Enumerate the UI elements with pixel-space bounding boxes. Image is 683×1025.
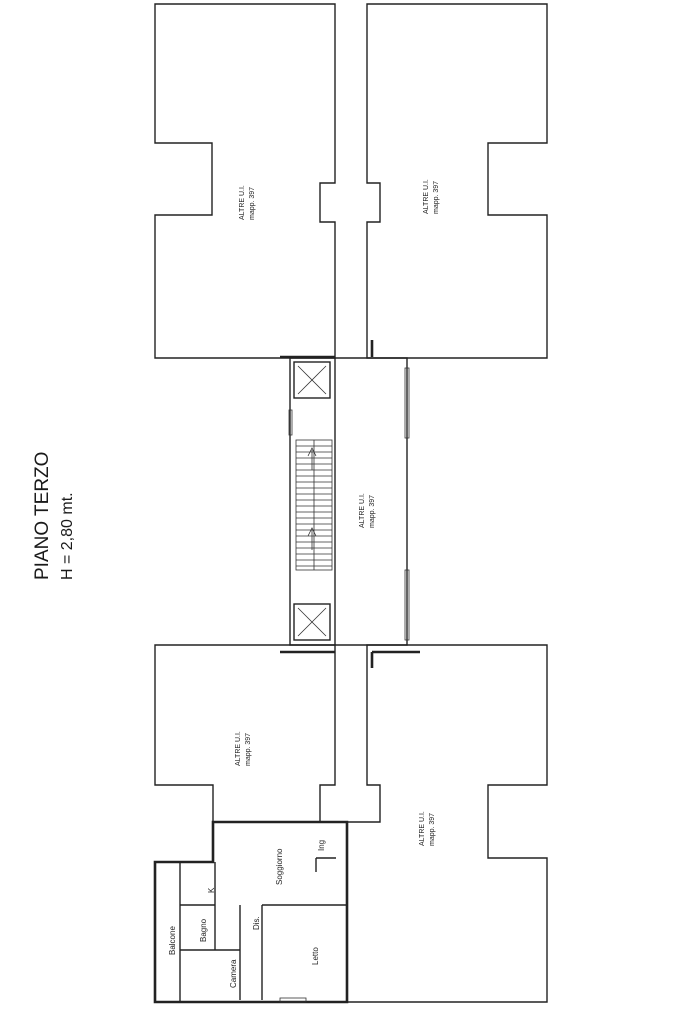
room-bagno: Bagno [199,918,208,942]
unit-lower-right-name: ALTRE U.I. [419,811,426,846]
label-unit-lower-left: ALTRE U.I. mapp. 397 [235,731,252,766]
corridor-outline [289,357,408,646]
unit-upper-right-ref: mapp. 397 [433,181,440,214]
corridor-window-left [288,409,293,436]
apartment-outline [153,820,349,1004]
unit-upper-right-outline [366,3,548,359]
unit-lower-right-ref: mapp. 397 [429,813,436,846]
label-unit-lower-right: ALTRE U.I. mapp. 397 [419,811,436,846]
room-camera: Camera [229,959,238,988]
elevator-upper [293,361,331,399]
room-ing: Ing [317,840,326,851]
plan-title: PIANO TERZO H = 2,80 mt. [32,452,76,580]
room-dis: Dis. [252,916,261,930]
room-balcone: Balcone [168,926,177,955]
corridor-name: ALTRE U.I. [359,493,366,528]
corridor-window-lower [404,569,410,641]
corridor-window-upper [404,367,410,439]
stairs [295,439,333,571]
unit-lower-left-name: ALTRE U.I. [235,731,242,766]
room-k: K [207,887,216,893]
unit-upper-right-name: ALTRE U.I. [423,179,430,214]
room-soggiorno: Soggiorno [275,848,284,885]
label-unit-upper-left: ALTRE U.I. mapp. 397 [239,185,256,220]
elevator-upper-cross-b [297,365,327,395]
room-letto: Letto [311,947,320,965]
label-corridor: ALTRE U.I. mapp. 397 [359,493,376,528]
elevator-lower-cross-b [297,607,327,637]
unit-upper-left-ref: mapp. 397 [249,187,256,220]
unit-upper-left-name: ALTRE U.I. [239,185,246,220]
apartment [153,820,349,1004]
label-unit-upper-right: ALTRE U.I. mapp. 397 [423,179,440,214]
corridor-ref: mapp. 397 [369,495,376,528]
unit-upper-left-outline [154,3,336,359]
window-letto [279,997,307,1003]
unit-lower-right-outline [346,644,548,1003]
plan-title-line1: PIANO TERZO [32,452,53,580]
unit-lower-left-ref: mapp. 397 [245,733,252,766]
elevator-lower [293,603,331,641]
door-stub-lr [370,650,420,668]
plan-title-line2: H = 2,80 mt. [59,492,76,580]
